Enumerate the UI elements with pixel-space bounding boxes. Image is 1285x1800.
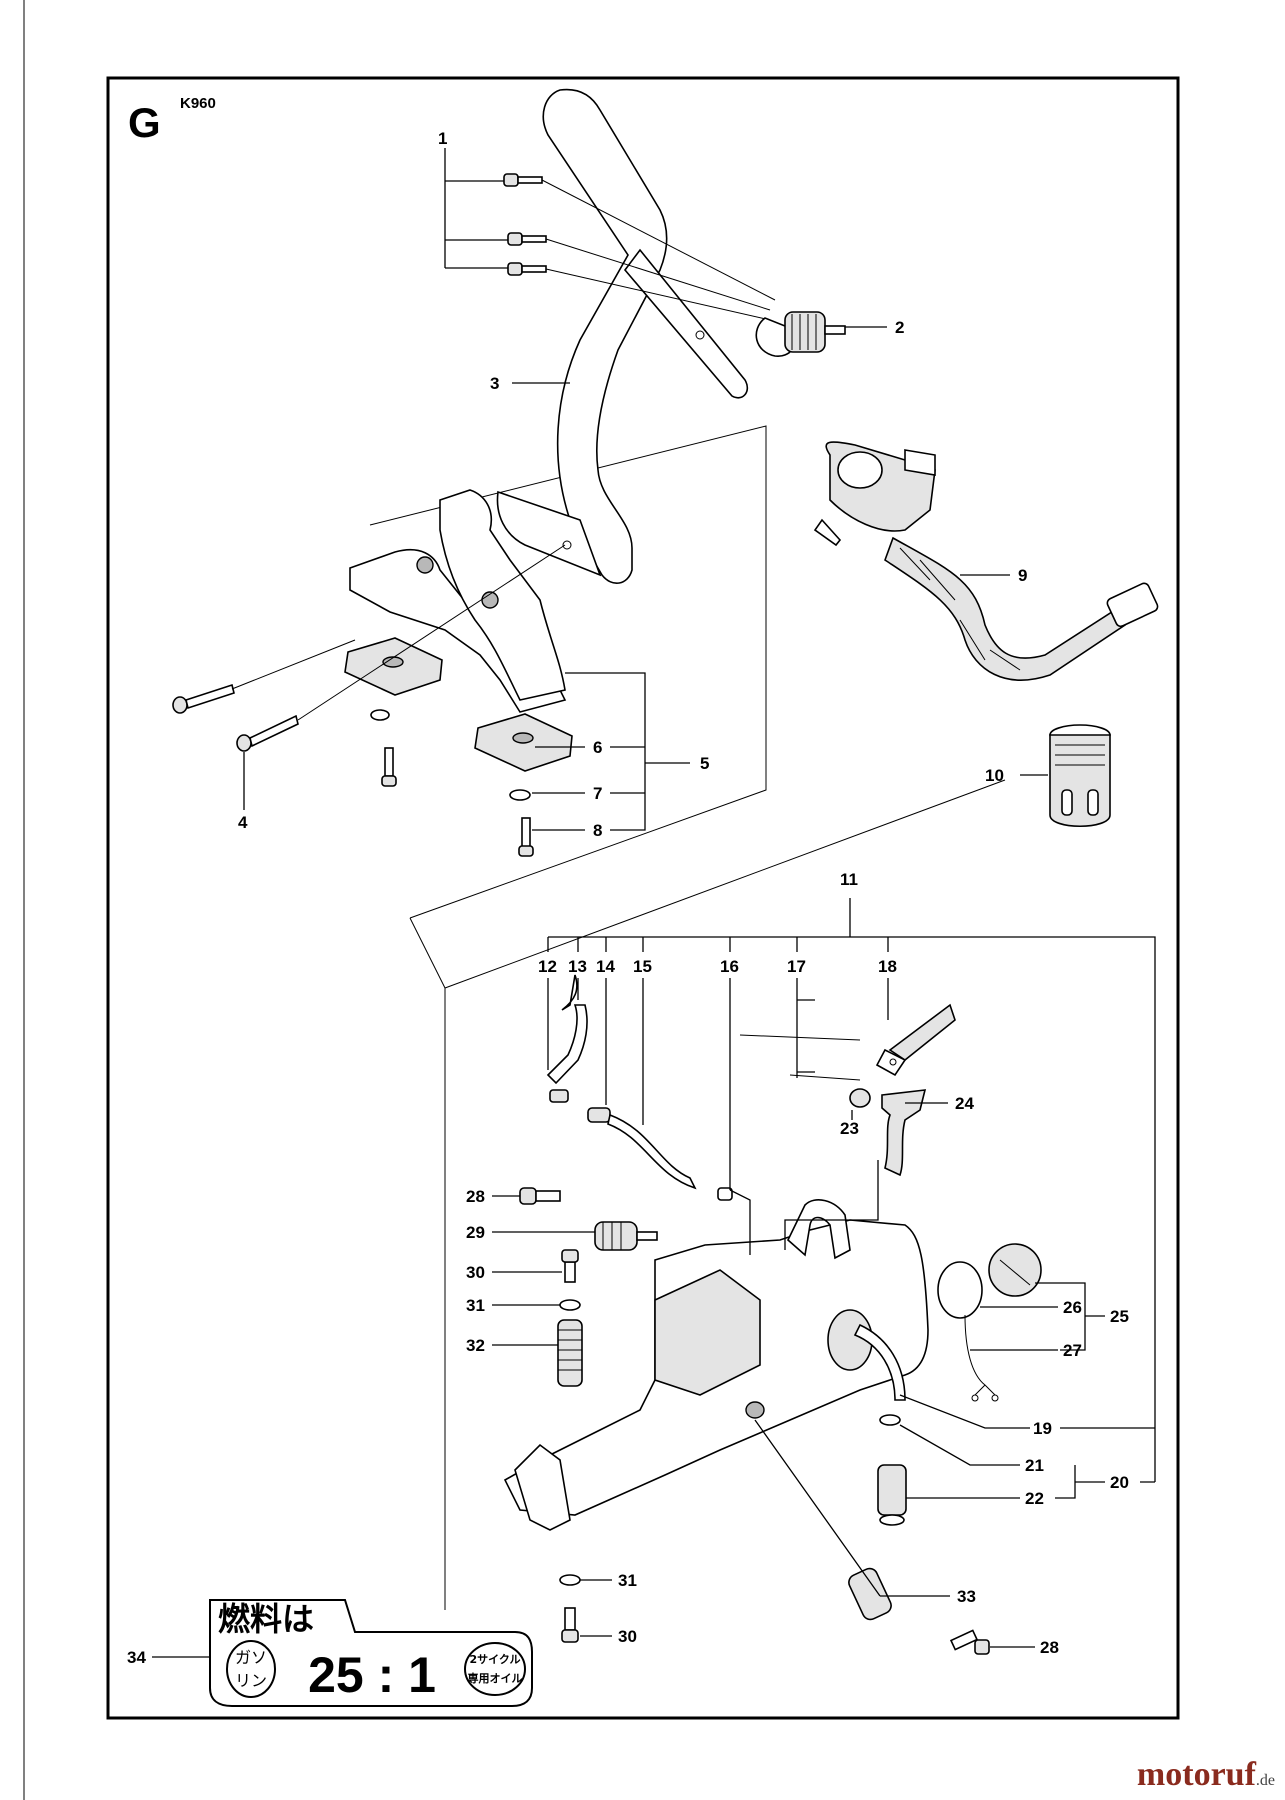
long-bolt-4 [172, 683, 299, 752]
screw-group-1 [503, 173, 547, 276]
lower-group-outline-left [409, 917, 446, 1610]
callout-24: 24 [955, 1094, 974, 1113]
callout-11: 11 [840, 870, 858, 889]
callout-14: 14 [596, 957, 615, 976]
callout-29: 29 [466, 1223, 485, 1242]
watermark-tld: .de [1255, 1772, 1275, 1789]
callout-19: 19 [1033, 1419, 1052, 1438]
callout-9: 9 [1018, 566, 1027, 585]
sticker-ratio: 25 : 1 [308, 1647, 436, 1703]
callout-15: 15 [633, 957, 652, 976]
callout-18: 18 [878, 957, 897, 976]
fuel-cap-26 [937, 1243, 1042, 1402]
callout-31: 31 [466, 1296, 485, 1315]
callout-16: 16 [720, 957, 739, 976]
callout-22: 22 [1025, 1489, 1044, 1508]
mount-bracket-upright [439, 489, 566, 701]
throttle-parts [546, 974, 956, 1201]
callout-10: 10 [985, 766, 1004, 785]
callout-6: 6 [593, 738, 602, 757]
sticker-right-line2: 専用オイル [468, 1671, 523, 1685]
callout-33: 33 [957, 1587, 976, 1606]
lower-group-outline-top [444, 779, 1006, 989]
bracket-hole-lower [481, 591, 499, 609]
callout-30: 30 [466, 1263, 485, 1282]
callout-5: 5 [700, 754, 709, 773]
callout-7: 7 [593, 784, 602, 803]
callout-2: 2 [895, 318, 904, 337]
callout-21: 21 [1025, 1456, 1044, 1475]
rubber-pad-6 [344, 637, 573, 772]
callout-28: 28 [466, 1187, 485, 1206]
anti-vibration-mounts [519, 1187, 990, 1655]
leader-lines [152, 148, 1156, 1658]
callout-28-bottom: 28 [1040, 1638, 1059, 1657]
model-label: K960 [180, 95, 216, 112]
tank-handle-mount [787, 1199, 851, 1260]
handle-end-hole [562, 540, 572, 550]
callout-23: 23 [840, 1119, 859, 1138]
callout-27: 27 [1063, 1341, 1082, 1360]
callout-26: 26 [1063, 1298, 1082, 1317]
sticker-heading: 燃料は [218, 1600, 314, 1638]
section-letter: G [128, 99, 161, 146]
callout-32: 32 [466, 1336, 485, 1355]
damper-spring-2 [755, 311, 846, 357]
pickup-filter-22 [877, 1464, 907, 1526]
fuel-tank-front [654, 1269, 761, 1396]
callout-30-bottom: 30 [618, 1627, 637, 1646]
callout-3: 3 [490, 374, 499, 393]
handle-lower-end [496, 490, 602, 577]
sticker-left-line1: ガソ [235, 1648, 267, 1667]
tank-mount-hole [745, 1401, 765, 1419]
sticker-left-line2: リン [235, 1671, 267, 1690]
handle-bar [542, 88, 668, 584]
callout-31-bottom: 31 [618, 1571, 637, 1590]
pickup-washer-21 [879, 1414, 901, 1426]
callout-1: 1 [438, 129, 447, 148]
handle-brace-hole [695, 330, 705, 340]
callout-25: 25 [1110, 1307, 1129, 1326]
callout-labels: 1 2 3 4 5 6 7 8 9 10 11 12 13 14 15 16 1… [127, 129, 1129, 1667]
pickup-hose-19 [853, 1323, 906, 1401]
fuel-ratio-sticker-34 [209, 1599, 533, 1707]
bracket-hole-upper [416, 556, 434, 574]
washer-7a [370, 709, 390, 721]
callout-12: 12 [538, 957, 557, 976]
washer-7 [509, 789, 531, 801]
screw-8 [381, 747, 534, 857]
tank-grip-rail [514, 1443, 571, 1531]
watermark-brand: motoruf [1136, 1756, 1256, 1793]
site-watermark: motoruf.de [1137, 1756, 1275, 1794]
callout-17: 17 [787, 957, 806, 976]
strainer-10 [1049, 724, 1111, 828]
callout-34: 34 [127, 1648, 146, 1667]
callout-20: 20 [1110, 1473, 1129, 1492]
callout-4: 4 [238, 813, 248, 832]
sticker-right-line1: 2サイクル [469, 1653, 520, 1666]
handle-brace [623, 248, 749, 399]
fuel-hose-9 [813, 441, 1159, 681]
diagram-frame [106, 76, 1180, 1720]
callout-13: 13 [568, 957, 587, 976]
callout-8: 8 [593, 821, 602, 840]
